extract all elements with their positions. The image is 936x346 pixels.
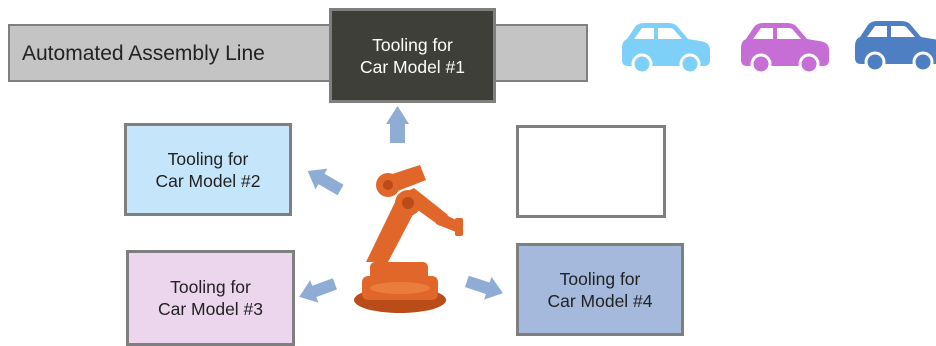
- empty-tooling-slot: [516, 125, 666, 218]
- car-icon-3: [855, 21, 936, 73]
- assembly-line-label: Automated Assembly Line: [22, 42, 265, 65]
- robot-arm-icon: [354, 165, 463, 313]
- tooling-box-model-4: Tooling for Car Model #4: [516, 243, 684, 336]
- car-icon-2: [741, 23, 829, 75]
- tooling-box-model-3: Tooling for Car Model #3: [126, 250, 295, 346]
- arrow-left-up: [307, 168, 344, 196]
- arrow-up: [386, 106, 409, 143]
- car-icon-1: [622, 23, 710, 75]
- arrow-right-down: [465, 275, 504, 300]
- arrow-left-down: [299, 278, 337, 303]
- tooling-box-model-2: Tooling for Car Model #2: [124, 123, 292, 216]
- tooling-box-model-1: Tooling for Car Model #1: [329, 8, 496, 103]
